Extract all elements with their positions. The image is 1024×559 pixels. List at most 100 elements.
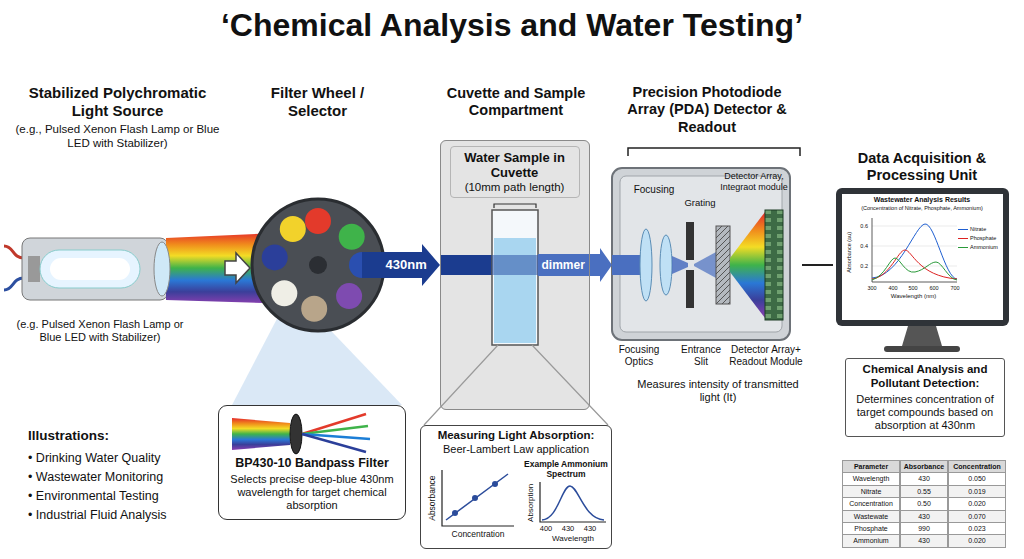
filter-wheel [336,283,362,309]
lamp [4,278,24,290]
node-text: Selects precise deep-blue 430nm waveleng… [225,473,399,513]
connector [225,253,250,283]
filter-wheel [305,208,331,234]
label-text: 500 [905,285,921,292]
filter-wheel [271,280,297,306]
legend-sample [958,238,968,239]
lamp [4,238,168,300]
label-text: 600 [926,285,942,292]
legend-sample [958,229,968,230]
table-cell: 0.023 [948,522,1006,535]
detector-housing [660,235,672,295]
table-cell: Parameter [842,460,900,473]
connector-line [802,264,833,266]
label-text: • Drinking Water Quality [28,451,218,466]
legend-text: Phosphate [970,235,996,242]
detector-housing [686,270,694,308]
node-box: Water Sample in Cuvette(10mm path length… [450,146,580,199]
monitor [872,218,957,282]
label-text: Absorption [526,481,536,525]
label-text: 430 [559,524,577,533]
sample-compartment [494,204,536,208]
monitor [902,326,942,346]
label-text: Focusing [628,184,680,196]
filter-wheel [262,244,288,270]
detector-housing [628,148,800,156]
lamp [22,238,168,300]
monitor [836,188,1009,326]
filter-wheel [280,216,306,242]
table-cell: 0.55 [900,485,948,498]
filter-illustration [290,414,302,454]
table-cell: Wavelength [842,472,900,485]
table-cell: 0.019 [948,485,1006,498]
detector-housing [686,222,694,260]
label-text: 700 [947,285,963,292]
label-text: Wavelength [543,534,603,544]
monitor [842,194,1003,320]
label-text: 400 [537,524,555,533]
filter-wheel [301,296,327,322]
label-text: Entrance Slit [675,344,727,368]
detector-housing [765,210,783,320]
table-cell: 430 [900,472,948,485]
node-box: BP430-10 Bandpass FilterSelects precise … [218,405,406,520]
table-cell: 0.50 [900,497,948,510]
label-text: 0.2 [852,263,868,270]
detector-housing [716,226,730,304]
sample-compartment [424,345,608,425]
detector-housing [672,256,688,274]
label-text: Wavelength (nm) [872,293,955,300]
detector-housing [620,176,782,332]
legend-text: Ammonium [970,244,998,251]
node-text: Determines concentration of target compo… [851,393,999,433]
table-cell: 0.050 [948,472,1006,485]
label-text: Illustrations: [28,428,218,444]
label-text: Detector Array+ Readout Module [724,344,808,368]
label-text: Absorbance [427,467,437,529]
lamp [4,246,24,258]
monitor [872,250,957,279]
node-text: Cuvette and Sample Compartment [429,85,603,120]
lamp [28,256,40,282]
sample-compartment [538,254,590,276]
legend-sample [958,247,968,248]
table-cell: Wastewate [842,510,900,523]
detector-housing [730,212,765,318]
edge-label: 430nm [384,257,429,273]
lamp [40,250,140,288]
connector [802,265,833,266]
absorption-graphs [542,486,604,520]
filter-wheel [252,199,386,331]
node-text: (e.g., Pulsed Xenon Flash Lamp or Blue L… [10,123,225,151]
table-cell: Phosphate [842,522,900,535]
node-text: Filter Wheel / Selector [250,84,385,120]
diagram-title: ‘Chemical Analysis and Water Testing’ [0,6,1024,44]
label-text: Wastewater Analysis Results [842,196,1002,204]
filter-wheel [339,224,365,250]
node-text: BP430-10 Bandpass Filter [225,456,399,471]
table-cell: 0.020 [948,534,1006,547]
callout-wedge [232,290,402,405]
label-text: • Wastewater Monitoring [28,470,218,485]
table-cell: Ammonium [842,534,900,547]
connector [590,248,612,282]
detector-housing [612,168,790,340]
table-cell: 990 [900,522,948,535]
node-text: Data Acquisition & Processing Unit [833,150,1011,185]
table-cell: Concentration [842,497,900,510]
absorption-graphs [446,474,508,520]
absorption-graphs [452,510,458,516]
beam-arrow [590,248,612,282]
sample-compartment [492,210,538,345]
node-box: Filter Wheel / Selector [250,84,385,332]
node-box: Stabilized Polychromatic Light Source(e.… [10,84,225,312]
node-box: Precision Photodiode Array (PDA) Detecto… [612,84,802,342]
monitor [836,188,1009,352]
node-box: Cuvette and Sample CompartmentWater Samp… [440,140,590,410]
node-text: Beer-Lambert Law application [425,443,607,456]
label-text: Concentration [440,529,516,539]
table-cell: Nitrate [842,485,900,498]
filter-wheel [362,252,386,278]
label-text: Focusing Optics [606,344,672,368]
